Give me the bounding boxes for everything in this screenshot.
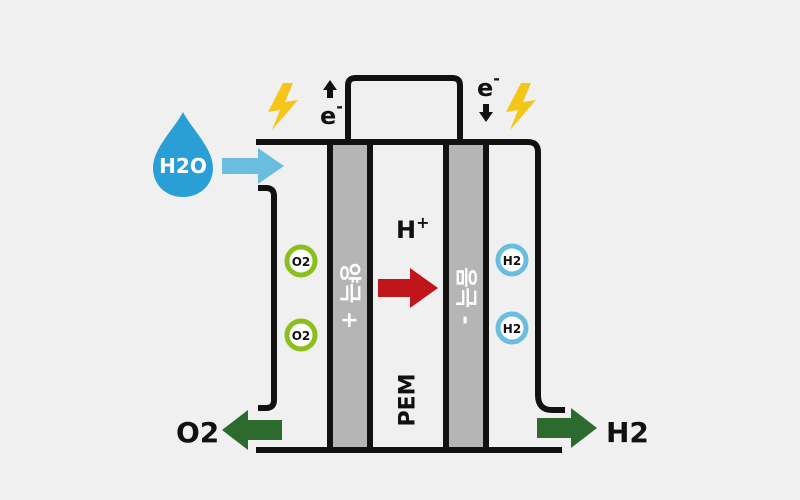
o2-bubble: O2: [284, 244, 318, 278]
proton-label: H+: [396, 213, 430, 244]
o2-output-arrow: [222, 410, 282, 450]
water-input-arrow: [222, 148, 284, 184]
cell-top-frame: [256, 139, 565, 413]
h2-bubble: H2: [495, 311, 529, 345]
cell-left-frame: [258, 185, 277, 411]
lightning-icon-left: [268, 83, 298, 130]
h2-output-arrow: [537, 408, 597, 448]
electron-up-arrow-icon: [323, 80, 337, 98]
h2-output-label: H2: [606, 416, 649, 449]
svg-text:H2: H2: [503, 254, 521, 268]
o2-output-label: O2: [176, 416, 219, 449]
lightning-icon-right: [506, 83, 536, 130]
electron-label-right: e-: [477, 69, 500, 102]
svg-text:O2: O2: [292, 329, 311, 343]
cathode-electrode: [446, 145, 484, 447]
anode-electrode: [330, 145, 368, 447]
anode-label: 양극 +: [337, 263, 362, 330]
cathode-label: 음극 -: [453, 267, 478, 324]
svg-text:H2: H2: [503, 322, 521, 336]
svg-text:O2: O2: [292, 255, 311, 269]
o2-bubble: O2: [284, 318, 318, 352]
water-drop-icon: [153, 112, 213, 197]
water-drop-label: H2O: [159, 154, 207, 178]
electron-label-left: e-: [320, 97, 343, 130]
proton-arrow: [378, 268, 438, 308]
pem-label: PEM: [396, 373, 421, 426]
electron-down-arrow-icon: [479, 104, 493, 122]
external-circuit-wire: [345, 75, 463, 142]
h2-bubble: H2: [495, 243, 529, 277]
